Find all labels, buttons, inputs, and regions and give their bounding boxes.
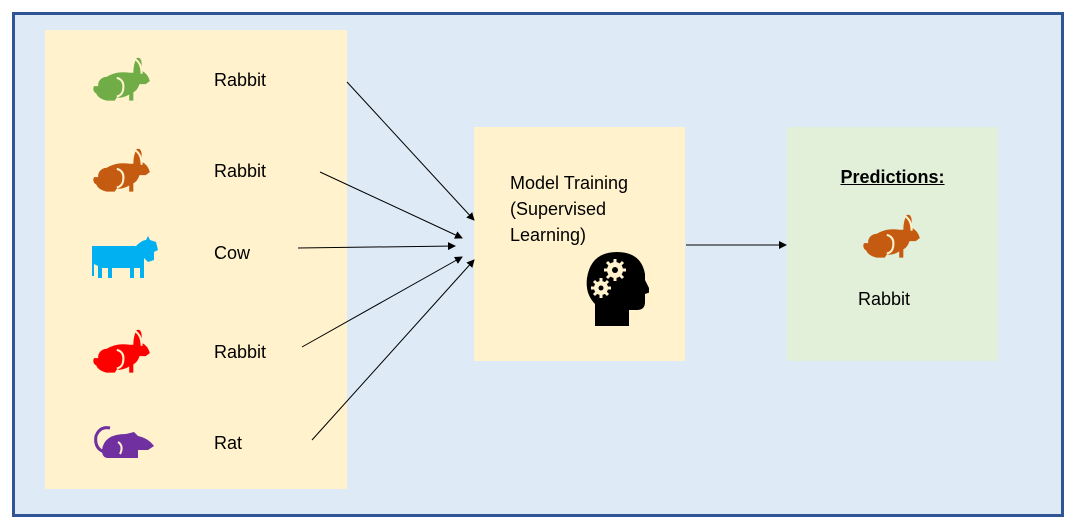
arrow xyxy=(297,242,456,251)
input-label: Rat xyxy=(214,433,243,453)
model-title-line: Model Training xyxy=(510,173,629,193)
input-label: Cow xyxy=(214,243,251,263)
input-label: Rabbit xyxy=(214,342,267,362)
arrow xyxy=(311,259,475,441)
predictions-heading: Predictions: xyxy=(840,167,945,187)
arrow xyxy=(301,256,463,348)
head-gears-icon xyxy=(586,252,649,326)
input-label: Rabbit xyxy=(214,70,267,90)
arrow xyxy=(346,81,475,221)
model-title-line: Learning) xyxy=(510,225,587,245)
input-label: Rabbit xyxy=(214,161,267,181)
model-title-line: (Supervised xyxy=(510,199,607,219)
model-title: Model Training (Supervised Learning) xyxy=(510,170,680,248)
prediction-label: Rabbit xyxy=(858,289,911,309)
arrow xyxy=(319,171,463,239)
model-training-box xyxy=(474,127,685,361)
